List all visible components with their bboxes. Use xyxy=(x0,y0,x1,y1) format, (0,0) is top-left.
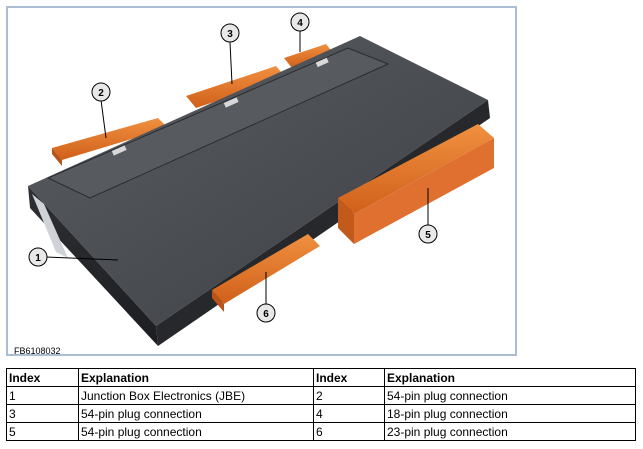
cell-explanation: 23-pin plug connection xyxy=(384,422,636,441)
callout-6: 6 xyxy=(256,303,276,323)
figure-id: FB6108032 xyxy=(14,346,61,356)
cell-explanation: 54-pin plug connection xyxy=(384,386,636,405)
connector-3 xyxy=(186,66,286,108)
cell-explanation: Junction Box Electronics (JBE) xyxy=(78,386,314,405)
svg-text:5: 5 xyxy=(425,230,431,241)
cell-index: 4 xyxy=(313,404,385,423)
callout-1: 1 xyxy=(28,247,48,267)
callout-leaders xyxy=(45,30,429,306)
table-header-row: Index Explanation Index Explanation xyxy=(6,368,636,387)
svg-text:2: 2 xyxy=(98,88,104,99)
jbe-illustration: 1 2 3 4 5 6 xyxy=(28,12,494,346)
cell-explanation: 18-pin plug connection xyxy=(384,404,636,423)
table-row: 3 54-pin plug connection 4 18-pin plug c… xyxy=(6,404,636,423)
cell-explanation: 54-pin plug connection xyxy=(78,422,314,441)
table-row: 5 54-pin plug connection 6 23-pin plug c… xyxy=(6,422,636,441)
svg-text:4: 4 xyxy=(297,18,303,29)
connector-5 xyxy=(338,124,494,244)
header-explanation: Explanation xyxy=(78,368,314,387)
connector-2 xyxy=(52,118,168,166)
connector-4 xyxy=(284,44,334,68)
cell-index: 3 xyxy=(6,404,79,423)
connector-6 xyxy=(212,234,320,312)
legend-table: Index Explanation Index Explanation 1 Ju… xyxy=(6,368,636,441)
header-index: Index xyxy=(313,368,385,387)
callout-4: 4 xyxy=(290,12,310,32)
cell-index: 6 xyxy=(313,422,385,441)
table-row: 1 Junction Box Electronics (JBE) 2 54-pi… xyxy=(6,386,636,405)
callout-3: 3 xyxy=(220,23,240,43)
cell-explanation: 54-pin plug connection xyxy=(78,404,314,423)
header-explanation: Explanation xyxy=(384,368,636,387)
cell-index: 1 xyxy=(6,386,79,405)
callout-5: 5 xyxy=(418,224,438,244)
callout-2: 2 xyxy=(91,82,111,102)
svg-text:3: 3 xyxy=(227,29,233,40)
cell-index: 2 xyxy=(313,386,385,405)
header-index: Index xyxy=(6,368,79,387)
component-figure: 1 2 3 4 5 6 FB6108032 xyxy=(6,6,517,356)
svg-text:6: 6 xyxy=(263,309,269,320)
cell-index: 5 xyxy=(6,422,79,441)
svg-text:1: 1 xyxy=(35,253,41,264)
